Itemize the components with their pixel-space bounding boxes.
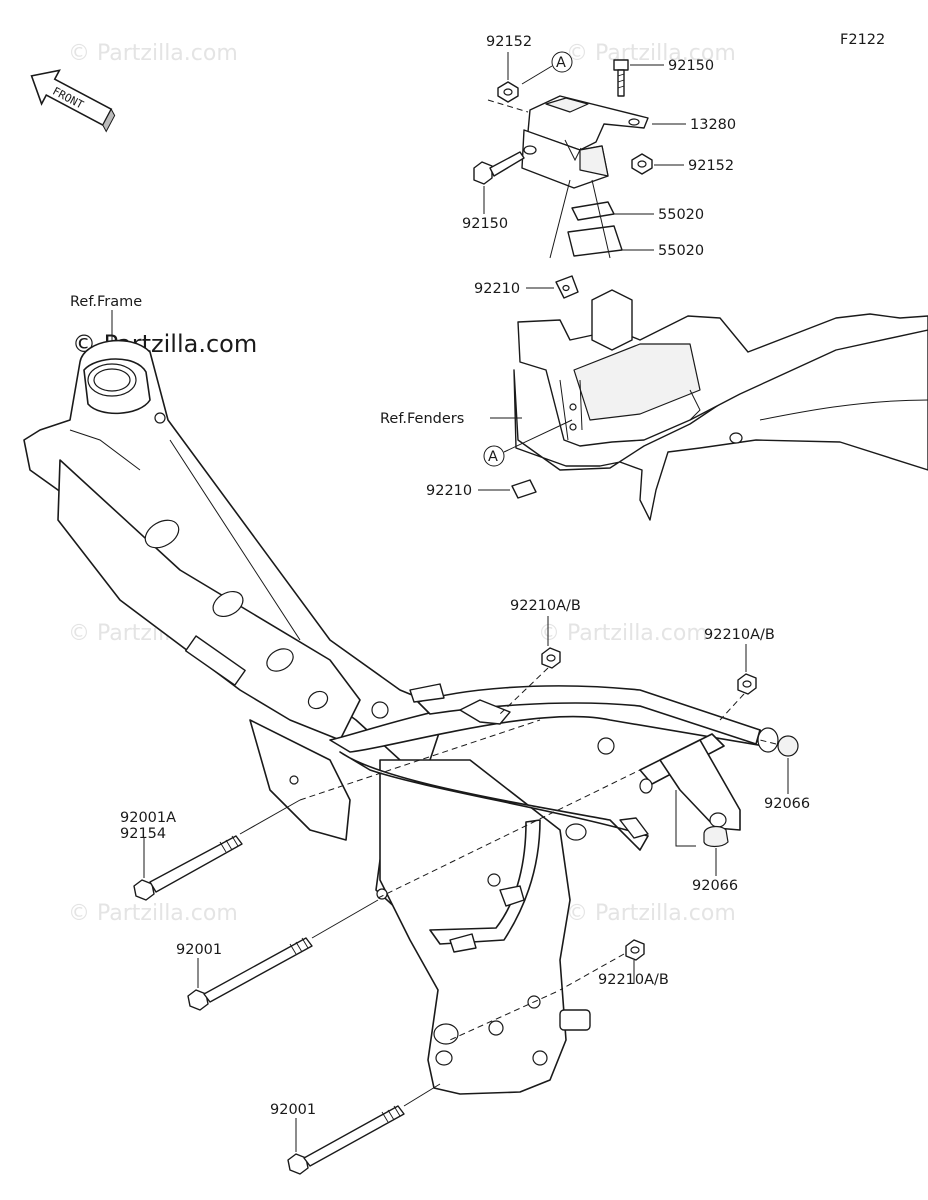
watermark: © Partzilla.com bbox=[566, 901, 736, 926]
watermark: © Partzilla.com bbox=[68, 41, 238, 66]
callout-a-top: A bbox=[556, 55, 566, 71]
label-92001a: 92001A bbox=[120, 810, 176, 826]
label-13280: 13280 bbox=[690, 117, 736, 133]
clip-92210-top bbox=[555, 275, 579, 299]
label-ref-fenders: Ref.Fenders bbox=[380, 411, 464, 427]
watermark: © Partzilla.com bbox=[68, 901, 238, 926]
label-92066-1: 92066 bbox=[764, 796, 810, 812]
callout-a-bottom: A bbox=[488, 449, 498, 465]
nut-92210ab-3 bbox=[625, 939, 645, 961]
label-92150-top: 92150 bbox=[668, 58, 714, 74]
bolt-92001-1 bbox=[187, 937, 313, 1011]
label-92210-bottom: 92210 bbox=[426, 483, 472, 499]
label-92210ab-3: 92210A/B bbox=[598, 972, 669, 988]
watermark: © Partzilla.com bbox=[566, 41, 736, 66]
label-92210ab-2: 92210A/B bbox=[704, 627, 775, 643]
label-92001-1: 92001 bbox=[176, 942, 222, 958]
main-frame bbox=[23, 339, 779, 1095]
pad-55020-b bbox=[567, 225, 623, 257]
label-92210-top: 92210 bbox=[474, 281, 520, 297]
bolt-92001a bbox=[133, 835, 243, 901]
bolt-92150-top bbox=[613, 59, 629, 97]
nut-92152-top bbox=[497, 81, 519, 103]
pad-55020-a bbox=[571, 201, 615, 221]
label-55020-b: 55020 bbox=[658, 243, 704, 259]
label-92001-2: 92001 bbox=[270, 1102, 316, 1118]
label-92210ab-1: 92210A/B bbox=[510, 598, 581, 614]
label-92152-top: 92152 bbox=[486, 34, 532, 50]
nut-92210ab-2 bbox=[737, 673, 757, 695]
nut-92152-right bbox=[631, 153, 653, 175]
nut-92210ab-1 bbox=[541, 647, 561, 669]
front-arrow-icon: FRONT bbox=[30, 69, 116, 133]
label-92152-right: 92152 bbox=[688, 158, 734, 174]
label-92066-2: 92066 bbox=[692, 878, 738, 894]
figure-code: F2122 bbox=[840, 32, 885, 48]
label-92154: 92154 bbox=[120, 826, 166, 842]
label-55020-a: 55020 bbox=[658, 207, 704, 223]
fender-assembly bbox=[513, 289, 928, 521]
watermark: © Partzilla.com bbox=[538, 621, 708, 646]
bolt-92001-2 bbox=[287, 1105, 405, 1175]
bracket-13280 bbox=[521, 95, 649, 189]
cap-92066-1 bbox=[777, 735, 799, 757]
cap-92066-2 bbox=[703, 825, 729, 848]
label-92150-left: 92150 bbox=[462, 216, 508, 232]
bolt-92150-left bbox=[473, 151, 525, 185]
label-ref-frame: Ref.Frame bbox=[70, 294, 142, 310]
clip-92210-bottom bbox=[511, 479, 537, 499]
